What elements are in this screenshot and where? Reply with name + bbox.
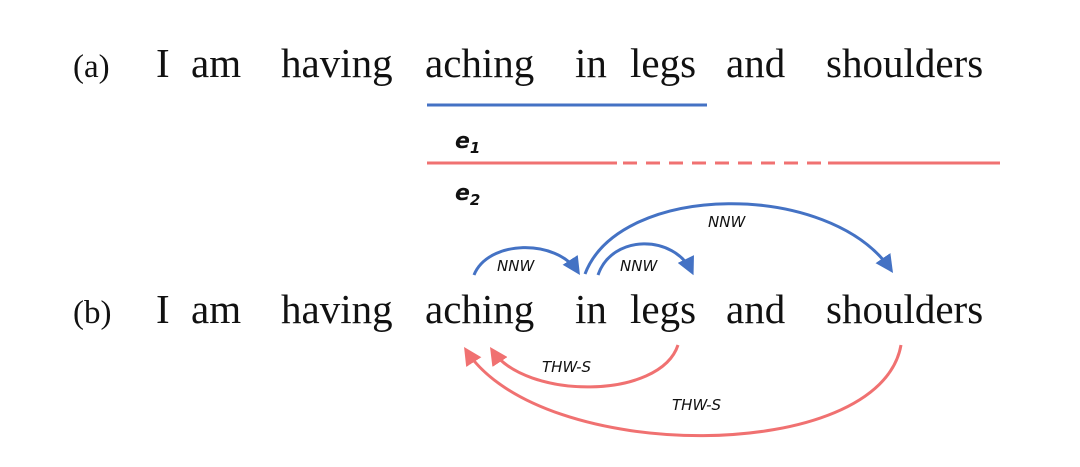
panel-a: (a) I am having aching in legs and shoul… (73, 40, 1000, 209)
panel-a-word-4: aching (425, 40, 534, 86)
entity-1-label: e1 (455, 129, 480, 157)
panel-b-tag: (b) (73, 295, 111, 331)
panel-b-word-7: and (726, 286, 785, 332)
panel-b: (b) I am having aching in legs and shoul… (73, 202, 983, 438)
relation-label-nnw-3: NNW (708, 213, 746, 231)
panel-a-word-1: I (156, 40, 170, 86)
panel-a-word-2: am (191, 40, 241, 86)
panel-a-word-8: shoulders (826, 40, 983, 86)
panel-a-word-3: having (281, 40, 393, 86)
panel-b-word-5: in (575, 286, 607, 332)
relation-arrow-nnw-aching-in (472, 246, 580, 276)
panel-a-tag: (a) (73, 49, 110, 85)
panel-a-word-6: legs (630, 40, 696, 86)
panel-b-word-3: having (281, 286, 393, 332)
relation-arrow-nnw-in-legs (596, 242, 694, 276)
relation-label-nnw-1: NNW (497, 257, 535, 275)
panel-a-word-7: and (726, 40, 785, 86)
panel-b-word-1: I (156, 286, 170, 332)
relation-label-thw-2: THW-S (672, 396, 722, 414)
entity-2-label: e2 (455, 181, 480, 209)
relation-arrow-thw-shoulders-aching (464, 344, 903, 438)
relation-label-thw-1: THW-S (542, 358, 592, 376)
panel-b-word-6: legs (630, 286, 696, 332)
relation-label-nnw-2: NNW (620, 257, 658, 275)
panel-a-word-5: in (575, 40, 607, 86)
relation-arrow-thw-legs-aching (490, 344, 680, 389)
panel-b-word-8: shoulders (826, 286, 983, 332)
panel-b-word-2: am (191, 286, 241, 332)
relation-arrow-nnw-in-shoulders (583, 202, 894, 275)
panel-b-word-4: aching (425, 286, 534, 332)
